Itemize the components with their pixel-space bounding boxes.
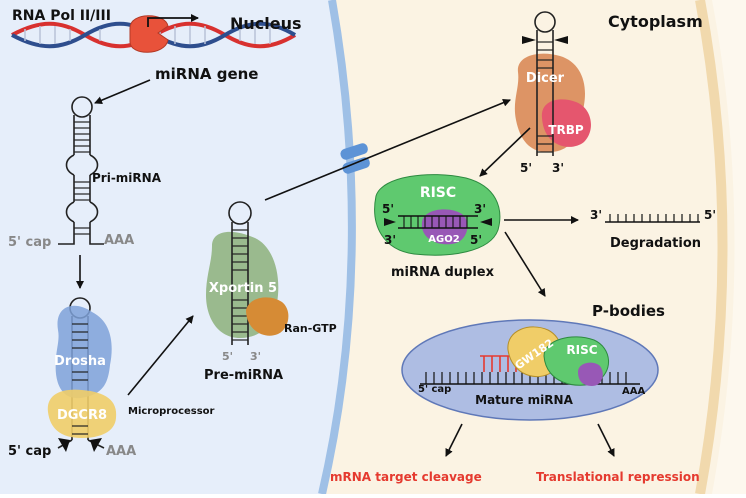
mirna-duplex-strands — [398, 215, 478, 229]
pre-5-label: 5' — [222, 350, 233, 363]
mature-mirna-label: Mature miRNA — [475, 393, 573, 407]
arrow-gene-to-pri — [94, 79, 151, 104]
xportin5-label: Xportin 5 — [209, 281, 277, 296]
arrow-export-to-dicer — [264, 98, 511, 201]
trbp-label: TRBP — [548, 123, 584, 137]
duplex-3-top-label: 3' — [474, 202, 486, 216]
nucleus-label: Nucleus — [230, 14, 302, 33]
ago2-protein — [421, 209, 468, 245]
dgcr8-protein — [47, 389, 117, 438]
duplex-3-bottom-label: 3' — [384, 233, 396, 247]
arrow-to-cleavage — [445, 423, 463, 457]
pri-aaa-label: AAA — [104, 233, 134, 248]
microprocessor-aaa-label: AAA — [106, 444, 136, 459]
pbody-aaa-label: AAA — [622, 386, 645, 397]
dicer-3-label: 3' — [552, 161, 564, 175]
pre-mirna-hairpin — [228, 201, 252, 345]
mirna-gene-label: miRNA gene — [155, 65, 258, 83]
arrow-dicer-to-risc — [479, 127, 531, 177]
drosha-protein — [55, 305, 112, 399]
cell-membrane — [695, 0, 728, 495]
nuclear-membrane — [318, 0, 356, 495]
microprocessor-label: Microprocessor — [128, 406, 215, 417]
dicer-cleavage-marks — [522, 36, 568, 44]
dicer-5-label: 5' — [520, 161, 532, 175]
ago2-label: AGO2 — [428, 234, 459, 245]
pbody-risc-label: RISC — [566, 343, 597, 357]
pre-3-label: 3' — [250, 350, 261, 363]
duplex-5-top-label: 5' — [382, 202, 394, 216]
microprocessor-5cap-label: 5' cap — [8, 444, 51, 459]
outcome-cleavage-label: mRNA target cleavage — [330, 470, 482, 484]
extracellular-space — [712, 0, 746, 494]
outcome-repression-label: Translational repression — [536, 470, 700, 484]
pre-mirna-label: Pre-miRNA — [204, 368, 283, 383]
rna-pol-label: RNA Pol II/III — [12, 8, 111, 24]
ran-gtp-protein — [246, 297, 289, 336]
pri-5cap-label: 5' cap — [8, 235, 51, 250]
nuclear-pore — [340, 143, 370, 174]
arrow-to-pbodies — [504, 231, 546, 297]
degraded-strand — [605, 214, 700, 223]
dicer-label: Dicer — [526, 71, 565, 86]
trbp-protein — [541, 99, 591, 147]
risc-label: RISC — [420, 185, 456, 201]
dicer-hairpin — [534, 11, 556, 156]
arrow-to-repression — [597, 423, 615, 457]
degradation-5-label: 5' — [704, 208, 716, 222]
cytoplasm-label: Cytoplasm — [608, 12, 703, 31]
arrow-to-pre-mirna — [127, 315, 194, 396]
rna-polymerase — [129, 15, 169, 53]
pri-mirna-hairpin — [58, 96, 104, 245]
degradation-3-label: 3' — [590, 208, 602, 222]
p-bodies-label: P-bodies — [592, 302, 665, 320]
duplex-5-bottom-label: 5' — [470, 233, 482, 247]
transcription-arrow — [147, 14, 199, 27]
cleavage-marks — [58, 438, 102, 452]
mirna-duplex-label: miRNA duplex — [391, 265, 495, 280]
degradation-label: Degradation — [610, 236, 701, 251]
dgcr8-label: DGCR8 — [57, 408, 107, 423]
ran-gtp-label: Ran-GTP — [284, 322, 337, 335]
microprocessor-stem-pairs — [72, 323, 88, 435]
pbody-ago2-protein — [578, 362, 603, 386]
pri-mirna-label: Pri-miRNA — [92, 171, 162, 185]
drosha-label: Drosha — [54, 354, 106, 369]
pbody-5cap-label: 5' cap — [418, 384, 451, 395]
